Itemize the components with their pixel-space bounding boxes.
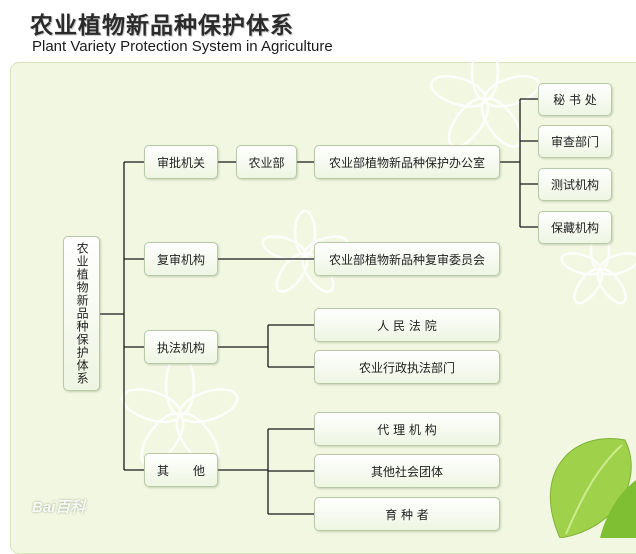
node-admin-enforcement: 农业行政执法部门 [314, 350, 500, 384]
page-title: 农业植物新品种保护体系 [30, 13, 294, 39]
node-office: 农业部植物新品种保护办公室 [314, 145, 500, 179]
node-breeder: 育 种 者 [314, 497, 500, 531]
node-others: 其 他 [144, 453, 218, 487]
node-approval: 审批机关 [144, 145, 218, 179]
node-root: 农业植物新品种保护体系 [63, 236, 100, 391]
node-agency: 代 理 机 构 [314, 412, 500, 446]
node-enforcement: 执法机构 [144, 330, 218, 364]
node-testing: 测试机构 [538, 168, 612, 201]
node-examination: 审查部门 [538, 125, 612, 158]
node-social-groups: 其他社会团体 [314, 454, 500, 488]
leaf-icon [549, 438, 636, 538]
node-ministry: 农业部 [236, 145, 297, 179]
node-court: 人 民 法 院 [314, 308, 500, 342]
node-preservation: 保藏机构 [538, 211, 612, 244]
node-secretariat: 秘 书 处 [538, 83, 612, 116]
connector-lines [100, 98, 538, 515]
page-subtitle: Plant Variety Protection System in Agric… [32, 38, 333, 55]
watermark: Bai百科 [32, 499, 86, 516]
node-reexam: 复审机构 [144, 242, 218, 276]
node-reexam-committee: 农业部植物新品种复审委员会 [314, 242, 500, 276]
